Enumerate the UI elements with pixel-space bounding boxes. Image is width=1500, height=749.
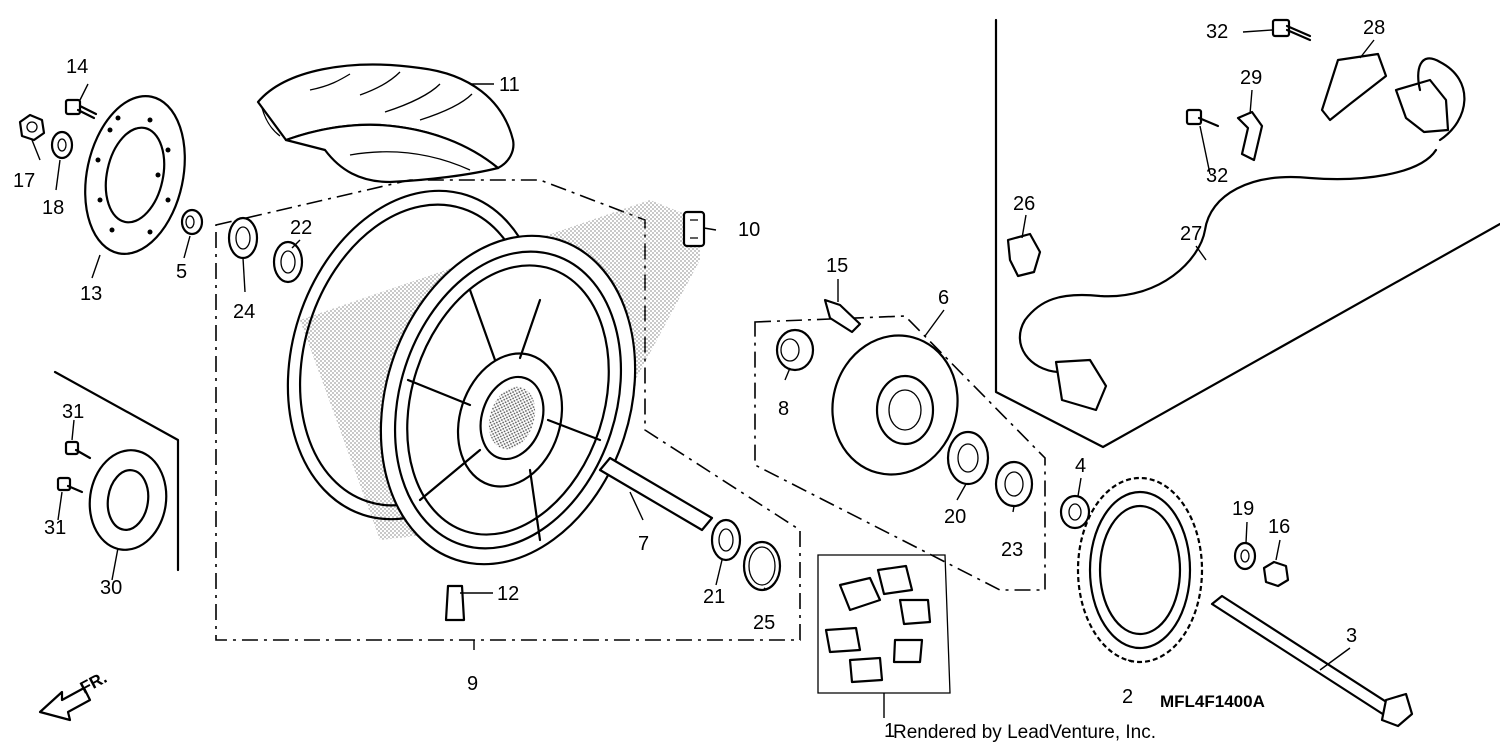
cord-stay[interactable]	[1236, 110, 1264, 162]
callout-26: 26	[1013, 193, 1035, 215]
callout-29: 29	[1240, 67, 1262, 89]
callout-20: 20	[944, 506, 966, 528]
balance-weight[interactable]	[682, 210, 706, 248]
distance-collar[interactable]	[598, 456, 714, 532]
radial-ball-bearing-right[interactable]	[272, 240, 304, 284]
rear-wheel-assembly-box	[215, 179, 801, 641]
callout-1: 1	[884, 720, 895, 742]
air-valve[interactable]	[444, 584, 466, 622]
final-driven-sprocket[interactable]	[1076, 476, 1204, 664]
rear-tire[interactable]	[256, 63, 515, 184]
callout-labels: 1 2 3 4 5 6 7 8 9 10 11 12 13 14 15 16 1…	[13, 17, 1385, 742]
callout-11: 11	[499, 74, 520, 96]
clamp[interactable]	[1006, 232, 1042, 278]
abs-sensor-section	[994, 18, 1500, 449]
dust-seal[interactable]	[227, 216, 259, 260]
drawing-code: MFL4F1400A	[1160, 692, 1265, 711]
callout-25: 25	[753, 612, 775, 634]
abs-sensor[interactable]	[1320, 52, 1450, 134]
callout-32a: 32	[1206, 21, 1228, 43]
front-direction-arrow: FR.	[38, 668, 110, 722]
callout-15: 15	[826, 255, 848, 277]
washer[interactable]	[50, 130, 74, 160]
callout-8: 8	[778, 398, 789, 420]
callout-31b: 31	[44, 517, 66, 539]
callout-19: 19	[1232, 498, 1254, 520]
callout-28: 28	[1363, 17, 1385, 39]
disc-bolt[interactable]	[64, 98, 98, 120]
rear-brake-disc[interactable]	[71, 87, 198, 263]
callout-5: 5	[176, 261, 187, 283]
callout-30: 30	[100, 577, 122, 599]
callout-16: 16	[1268, 516, 1290, 538]
o-ring[interactable]	[742, 540, 782, 592]
rear-axle[interactable]	[1210, 594, 1414, 728]
callout-13: 13	[80, 283, 102, 305]
callout-7: 7	[638, 533, 649, 555]
pulser-ring-section	[53, 370, 180, 572]
pulser-ring[interactable]	[83, 445, 172, 555]
leader-lines	[31, 29, 1375, 718]
callout-12: 12	[497, 583, 519, 605]
oil-seal[interactable]	[994, 460, 1034, 508]
callout-10: 10	[738, 219, 760, 241]
callout-21: 21	[703, 586, 725, 608]
callout-14: 14	[66, 56, 88, 78]
callout-32b: 32	[1206, 165, 1228, 187]
radial-ball-bearing-left[interactable]	[710, 518, 742, 562]
collar-right[interactable]	[180, 208, 204, 236]
callout-9: 9	[467, 673, 478, 695]
callout-31a: 31	[62, 401, 84, 423]
axle-nut[interactable]	[18, 113, 46, 142]
sprocket-flange[interactable]	[817, 321, 973, 488]
radial-ball-bearing[interactable]	[946, 430, 990, 486]
rear-wheel[interactable]	[247, 158, 700, 598]
rear-wheel-damper[interactable]	[817, 554, 951, 694]
credit-text: Rendered by LeadVenture, Inc.	[893, 722, 1156, 743]
abs-sensor-cord[interactable]	[1018, 57, 1466, 412]
pulser-ring-screw[interactable]	[56, 440, 92, 494]
callout-27: 27	[1180, 223, 1202, 245]
callout-4: 4	[1075, 455, 1086, 477]
sensor-bolt[interactable]	[1185, 18, 1312, 128]
callout-22: 22	[290, 217, 312, 239]
callout-24: 24	[233, 301, 255, 323]
callout-3: 3	[1346, 625, 1357, 647]
callout-2: 2	[1122, 686, 1133, 708]
sprocket-nut[interactable]	[1262, 560, 1290, 588]
callout-6: 6	[938, 287, 949, 309]
flange-stud-bolt[interactable]	[823, 298, 862, 334]
collar[interactable]	[1059, 494, 1091, 530]
callout-18: 18	[42, 197, 64, 219]
flange-collar[interactable]	[775, 328, 815, 372]
sprocket-washer[interactable]	[1233, 541, 1257, 571]
callout-17: 17	[13, 170, 35, 192]
callout-23: 23	[1001, 539, 1023, 561]
